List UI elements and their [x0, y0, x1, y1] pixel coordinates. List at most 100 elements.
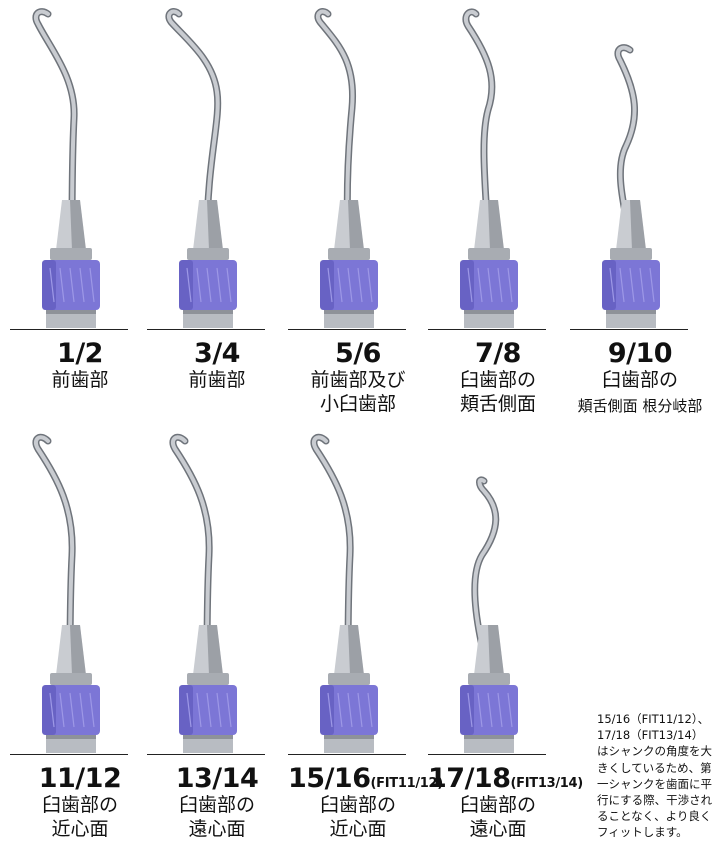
collar-shade: [179, 260, 193, 310]
collar-ridge: [327, 267, 333, 303]
baseline: [10, 754, 128, 755]
instrument-area-2: 頬舌側面 根分岐部: [577, 397, 703, 415]
collar-ridge: [216, 267, 222, 303]
curette-drawing: [165, 8, 237, 328]
shank: [166, 9, 220, 240]
collar-ridge: [337, 267, 343, 303]
curette-image: [310, 433, 378, 753]
baseline: [147, 754, 265, 755]
baseline: [288, 754, 406, 755]
collar-ridge: [79, 692, 85, 728]
collar-ridge: [497, 692, 503, 728]
collar-ridge: [206, 692, 212, 728]
collar-ridge: [649, 267, 655, 303]
collar-ridge: [347, 692, 353, 728]
curette-drawing: [32, 433, 100, 753]
collar-ridge: [186, 692, 192, 728]
collar: [320, 260, 378, 310]
shank: [33, 9, 77, 240]
collar-ridge: [216, 692, 222, 728]
neck-shade: [488, 625, 504, 675]
collar-ridge: [477, 692, 483, 728]
curette-drawing: [169, 433, 237, 753]
collar-ridge: [337, 692, 343, 728]
collar-ridge: [347, 267, 353, 303]
handle: [324, 735, 374, 753]
collar-ridge: [226, 692, 232, 728]
collar: [42, 685, 100, 735]
instrument-area-2: 遠心面: [469, 818, 527, 840]
collar: [179, 260, 237, 310]
baseline: [10, 329, 128, 330]
collar: [42, 260, 100, 310]
collar-shade: [320, 260, 334, 310]
neck-shade: [348, 625, 364, 675]
collar-ridge: [477, 267, 483, 303]
shank: [615, 45, 637, 240]
instrument-number: 9/10: [607, 338, 673, 369]
collar-ridge: [69, 267, 75, 303]
instrument-number: 13/14: [175, 763, 259, 794]
handle-edge: [46, 310, 96, 314]
baseline: [428, 329, 546, 330]
shank: [315, 9, 355, 240]
collar-shade: [42, 260, 56, 310]
neck-shade: [207, 200, 223, 250]
instrument-fit: (FIT11/12): [370, 776, 444, 791]
neck-shade: [70, 625, 86, 675]
handle-edge: [183, 310, 233, 314]
instrument-number: 11/12: [38, 763, 122, 794]
curette-drawing: [602, 44, 660, 328]
curette-image: [169, 433, 237, 753]
baseline: [428, 754, 546, 755]
instrument-area: 前歯部: [188, 369, 246, 391]
handle-edge: [606, 310, 656, 314]
top-ring: [468, 248, 510, 260]
baseline: [570, 329, 688, 330]
top-ring: [187, 673, 229, 685]
instrument-area: 臼歯部の: [41, 794, 118, 816]
handle: [324, 310, 374, 328]
handle-edge: [46, 735, 96, 739]
curette-image: [460, 476, 518, 753]
neck-shade: [70, 200, 86, 250]
top-ring: [187, 248, 229, 260]
baseline: [147, 329, 265, 330]
shank: [311, 435, 353, 665]
neck-shade: [348, 200, 364, 250]
collar-shade: [320, 685, 334, 735]
collar-ridge: [327, 692, 333, 728]
neck-shade: [488, 200, 504, 250]
curette-drawing: [460, 476, 518, 753]
curette-image: [460, 8, 518, 328]
collar-shade: [460, 260, 474, 310]
instrument-area: 臼歯部の: [319, 794, 396, 816]
collar: [460, 260, 518, 310]
handle-edge: [464, 310, 514, 314]
collar-ridge: [79, 267, 85, 303]
collar-ridge: [629, 267, 635, 303]
curette-image: [602, 44, 660, 328]
curette-drawing: [314, 8, 378, 328]
collar-ridge: [367, 267, 373, 303]
instrument-number: 15/16(FIT11/12): [288, 763, 443, 794]
curette-drawing: [460, 8, 518, 328]
handle: [183, 310, 233, 328]
collar-ridge: [89, 267, 95, 303]
collar-ridge: [487, 267, 493, 303]
curette-image: [165, 8, 237, 328]
handle-edge: [324, 310, 374, 314]
collar-shade: [460, 685, 474, 735]
handle-edge: [464, 735, 514, 739]
instrument-area: 臼歯部の: [601, 369, 678, 391]
handle-edge: [324, 735, 374, 739]
curette-image: [314, 8, 378, 328]
instrument-area: 臼歯部の: [459, 369, 536, 391]
neck-shade: [630, 200, 646, 250]
instrument-number: 17/18(FIT13/14): [428, 763, 583, 794]
instrument-area-2: 近心面: [329, 818, 387, 840]
collar-ridge: [196, 692, 202, 728]
collar-ridge: [467, 692, 473, 728]
collar-ridge: [357, 692, 363, 728]
collar-ridge: [619, 267, 625, 303]
